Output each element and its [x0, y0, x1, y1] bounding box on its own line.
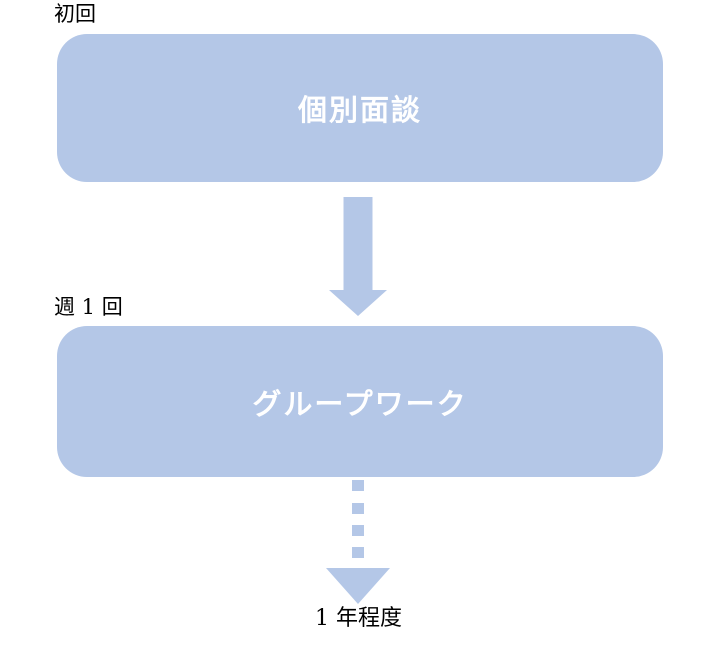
box-group-work-title: グループワーク [252, 386, 468, 421]
box-group-work: グループワーク [57, 326, 663, 477]
box-individual-interview: 個別面談 [57, 34, 663, 182]
down-arrow-dashed-icon [326, 480, 390, 604]
box-individual-interview-title: 個別面談 [297, 93, 422, 127]
step-annotation-weekly: 週 1 回 [54, 295, 123, 319]
step-annotation-first-session: 初回 [54, 2, 96, 26]
down-arrow-solid-icon [329, 197, 387, 316]
duration-label: 1 年程度 [315, 606, 402, 631]
